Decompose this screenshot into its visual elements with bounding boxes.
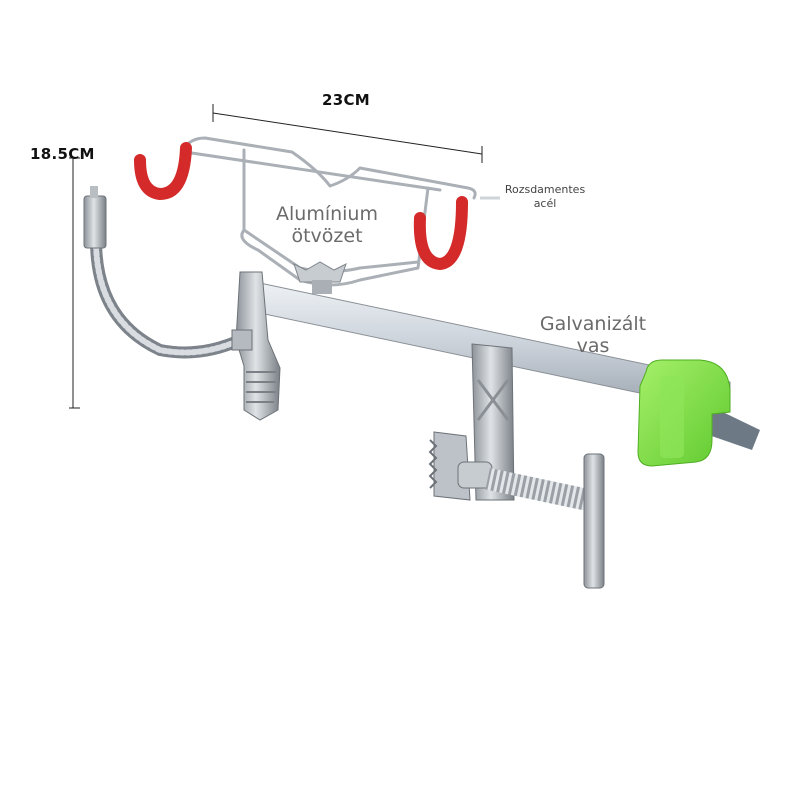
steel-label-line2: acél bbox=[533, 197, 557, 210]
iron-label-line1: Galvanizált bbox=[539, 313, 647, 335]
aluminium-label: Alumínium ötvözet bbox=[262, 203, 392, 247]
red-hook-left bbox=[134, 142, 192, 201]
width-label: 23CM bbox=[322, 91, 371, 109]
green-end-clamp bbox=[637, 359, 731, 467]
width-dimension-line bbox=[212, 104, 483, 163]
steel-label-line1: Rozsdamentes bbox=[504, 183, 586, 196]
height-label: 18.5CM bbox=[30, 145, 95, 163]
screw-clamp bbox=[428, 343, 605, 589]
red-hook-right bbox=[413, 196, 468, 271]
iron-label: Galvanizált vas bbox=[528, 313, 658, 357]
left-clamp bbox=[231, 271, 281, 421]
wing-nut bbox=[293, 261, 347, 294]
aluminium-label-line2: ötvözet bbox=[291, 225, 363, 247]
iron-label-line2: vas bbox=[576, 335, 610, 357]
aluminium-label-line1: Alumínium bbox=[276, 203, 378, 225]
steel-label: Rozsdamentes acél bbox=[500, 183, 590, 211]
gooseneck-arm bbox=[83, 186, 246, 359]
height-dimension-line bbox=[69, 157, 80, 409]
